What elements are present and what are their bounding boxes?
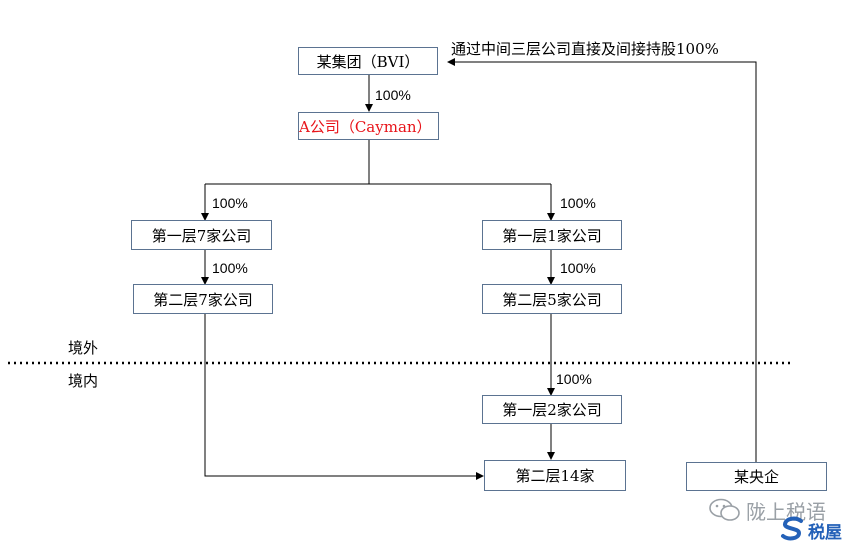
label-left-l1-to-l2: 100% <box>212 260 248 276</box>
node-domestic-level2: 第二层14家 <box>484 460 626 491</box>
node-left-level2: 第二层7家公司 <box>133 284 273 314</box>
node-right-level2: 第二层5家公司 <box>482 284 622 314</box>
wechat-icon <box>709 498 740 521</box>
watermark-line2: 税屋 <box>808 523 842 543</box>
edge-soe-to-bvi <box>447 58 757 462</box>
label-right-l1-to-l2: 100% <box>560 260 596 276</box>
node-domestic-level1: 第一层2家公司 <box>482 395 622 424</box>
region-offshore-label: 境外 <box>68 339 99 357</box>
brand-logo-icon <box>781 516 803 541</box>
node-bvi-group: 某集团（BVI） <box>298 47 438 75</box>
node-left-level1: 第一层7家公司 <box>131 220 272 250</box>
top-annotation: 通过中间三层公司直接及间接持股100% <box>451 40 719 58</box>
node-soe: 某央企 <box>686 462 827 491</box>
label-a-to-right: 100% <box>560 195 596 211</box>
node-right-level1: 第一层1家公司 <box>482 220 622 250</box>
region-onshore-label: 境内 <box>68 372 99 390</box>
label-a-to-left: 100% <box>212 195 248 211</box>
label-bvi-to-a: 100% <box>375 87 411 103</box>
edge-left-l2-to-domestic-l2 <box>204 314 484 480</box>
node-a-company: A公司（Cayman） <box>298 112 439 140</box>
label-right-l2-to-domestic: 100% <box>556 371 592 387</box>
